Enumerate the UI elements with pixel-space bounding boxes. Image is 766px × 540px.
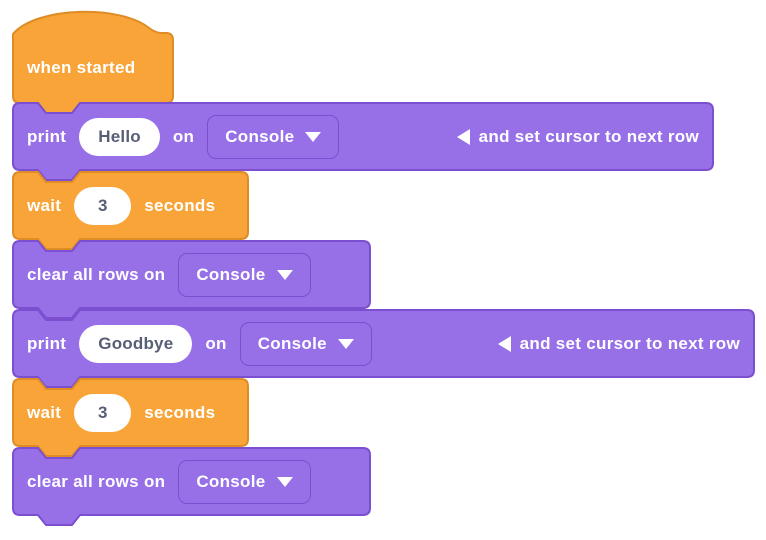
dropdown-arrow-icon: [276, 476, 293, 487]
clear-rows-label: clear all rows on: [27, 471, 166, 491]
collapse-suffix-label: and set cursor to next row: [519, 333, 740, 353]
console-dropdown[interactable]: Console: [207, 114, 340, 159]
clear-rows-label: clear all rows on: [27, 264, 166, 284]
print-label: print: [27, 126, 67, 146]
block-when-started[interactable]: when started: [12, 10, 174, 114]
wait-label: wait: [27, 195, 62, 215]
block-wait[interactable]: wait 3 seconds: [12, 171, 249, 250]
console-dropdown-value: Console: [196, 264, 266, 284]
block-clear-rows[interactable]: clear all rows on Console: [12, 240, 371, 319]
wait-value-text: 3: [97, 402, 108, 422]
block-clear-rows[interactable]: clear all rows on Console: [12, 447, 371, 526]
dropdown-arrow-icon: [276, 269, 293, 280]
console-dropdown-value: Console: [196, 471, 266, 491]
collapse-suffix-label: and set cursor to next row: [478, 126, 699, 146]
print-value-input[interactable]: Goodbye: [79, 324, 193, 363]
when-started-label: when started: [27, 58, 136, 77]
block-print-goodbye[interactable]: print Goodbye on Console and set cursor …: [12, 309, 755, 388]
wait-label: wait: [27, 402, 62, 422]
console-dropdown-value: Console: [225, 126, 295, 146]
wait-value-input[interactable]: 3: [74, 393, 132, 432]
collapse-arrow-icon[interactable]: [456, 128, 470, 145]
dropdown-arrow-icon: [305, 131, 322, 142]
wait-value-text: 3: [97, 195, 108, 215]
print-label: print: [27, 333, 67, 353]
console-dropdown-value: Console: [257, 333, 327, 353]
stack-block-shape: [12, 240, 371, 319]
block-print-hello[interactable]: print Hello on Console and set cursor to…: [12, 102, 714, 181]
print-value-input[interactable]: Hello: [79, 117, 160, 156]
print-value-text: Goodbye: [98, 333, 174, 353]
seconds-label: seconds: [144, 195, 216, 215]
dropdown-arrow-icon: [337, 338, 354, 349]
seconds-label: seconds: [144, 402, 216, 422]
console-dropdown[interactable]: Console: [178, 252, 311, 297]
console-dropdown[interactable]: Console: [239, 321, 372, 366]
stack-block-shape: [12, 378, 249, 457]
wait-value-input[interactable]: 3: [74, 186, 132, 225]
collapse-arrow-icon[interactable]: [497, 335, 511, 352]
stack-block-shape: [12, 447, 371, 526]
stack-block-shape: [12, 102, 714, 181]
stack-block-shape: [12, 171, 249, 250]
on-label: on: [205, 333, 227, 353]
stack-block-shape: [12, 309, 755, 388]
block-wait[interactable]: wait 3 seconds: [12, 378, 249, 457]
on-label: on: [172, 126, 195, 146]
console-dropdown[interactable]: Console: [178, 459, 311, 504]
print-value-text: Hello: [98, 126, 141, 146]
